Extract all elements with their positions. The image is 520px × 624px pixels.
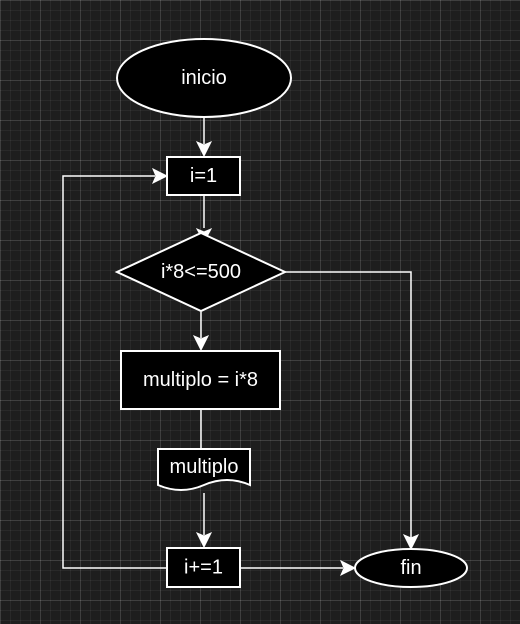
node-output[interactable]: multiplo — [157, 448, 251, 491]
node-label-init: i=1 — [190, 165, 217, 187]
process-box-compute — [120, 350, 281, 410]
node-end[interactable]: fin — [354, 548, 468, 588]
terminal-ellipse-end — [354, 548, 468, 588]
node-label-output: multiplo — [170, 456, 239, 478]
arrowhead-end-from-increment — [340, 559, 357, 577]
node-label-increment: i+=1 — [184, 557, 223, 579]
arrowhead-increment — [195, 532, 213, 549]
node-label-compute: multiplo = i*8 — [143, 369, 258, 391]
edge-condition-to-end — [285, 271, 412, 538]
node-compute[interactable]: multiplo = i*8 — [120, 350, 281, 410]
node-label-condition: i*8<=500 — [161, 261, 241, 283]
node-init[interactable]: i=1 — [166, 156, 241, 196]
arrowhead-init — [195, 141, 213, 158]
node-start[interactable]: inicio — [116, 38, 292, 118]
arrowhead-compute — [192, 335, 210, 352]
terminal-ellipse-start — [116, 38, 292, 118]
arrowhead-init-loop — [152, 167, 169, 185]
node-label-start: inicio — [181, 67, 227, 89]
process-box-increment — [166, 547, 241, 588]
arrowhead-end-from-condition — [402, 534, 420, 551]
document-shape-output — [157, 448, 251, 491]
edge-increment-loop-to-init — [62, 175, 167, 569]
node-increment[interactable]: i+=1 — [166, 547, 241, 588]
process-box-init — [166, 156, 241, 196]
node-condition[interactable]: i*8<=500 — [114, 231, 288, 313]
decision-diamond — [114, 231, 288, 313]
node-label-end: fin — [400, 557, 421, 579]
